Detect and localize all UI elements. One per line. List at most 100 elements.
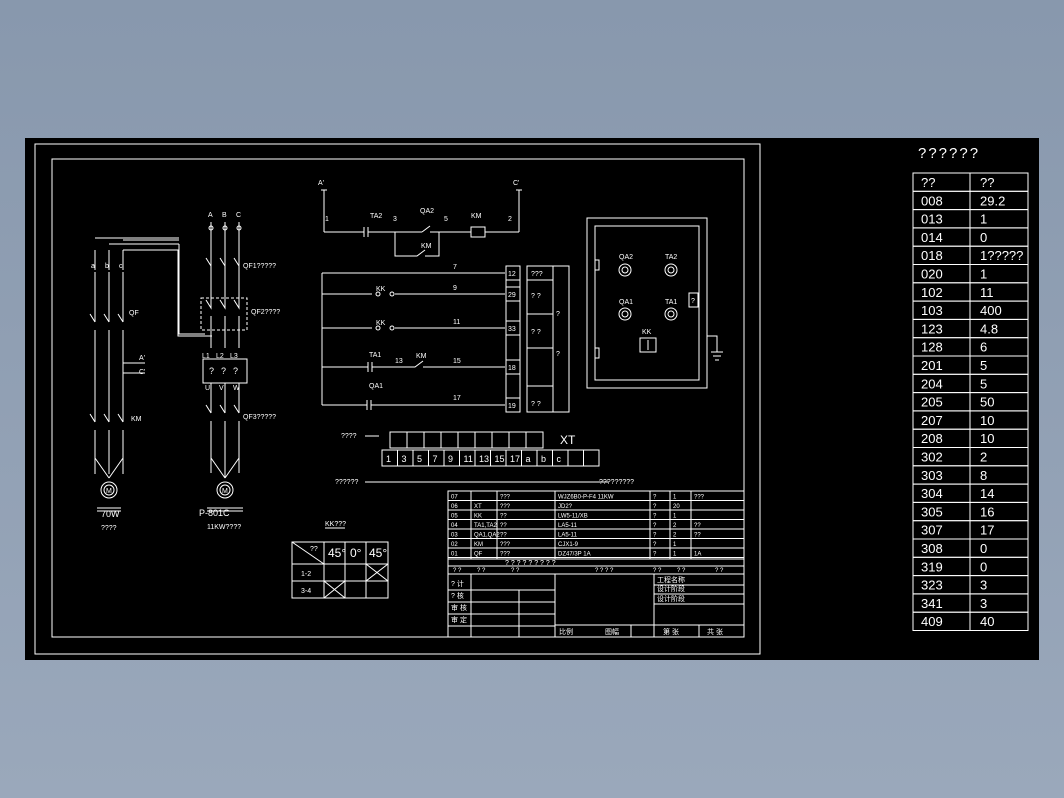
param-value: 1????? <box>980 248 1023 263</box>
cable-cell-2: ? <box>556 311 560 318</box>
qa1-label: QA1 <box>369 383 383 390</box>
param-cell <box>969 209 1029 229</box>
param-cell <box>969 593 1029 613</box>
param-code: 128 <box>921 340 943 355</box>
param-code: 323 <box>921 578 943 593</box>
param-code: 018 <box>921 248 943 263</box>
vfd-cell-1: ? <box>209 366 214 376</box>
param-code: 207 <box>921 413 943 428</box>
param-code: 204 <box>921 376 943 391</box>
xt-cell-label: b <box>541 454 546 464</box>
param-cell <box>969 373 1029 394</box>
xt-top-cell <box>474 431 493 449</box>
panel-outer <box>586 217 708 389</box>
param-value: 6 <box>980 340 987 355</box>
param-value: 3 <box>980 596 987 611</box>
bom-cell: DZ47/3P 1A <box>558 552 591 558</box>
param-value: 17 <box>980 523 994 538</box>
xt-cell-label: 9 <box>448 454 453 464</box>
vfd-cell-3: ? <box>233 366 238 376</box>
xt-cell-label: 1 <box>386 454 391 464</box>
phase-c-label: C <box>236 212 241 219</box>
row-9-label: KK <box>376 286 386 293</box>
bom-cell: ? <box>653 495 657 501</box>
kk-corner-label: ?? <box>310 546 318 553</box>
bom-header-cell: ? ? <box>653 568 662 574</box>
qf3-switch <box>205 383 240 473</box>
km-label: KM <box>131 416 142 423</box>
xt-label: XT <box>560 433 576 447</box>
sign-row-label: ? 核 <box>451 591 464 600</box>
param-code: 123 <box>921 321 943 336</box>
phase-b-label: B <box>222 212 227 219</box>
qf2-switch <box>205 298 240 348</box>
bom-cell: 2 <box>673 523 677 529</box>
terminal-label-right: ????????? <box>599 479 634 486</box>
cable-box <box>526 265 570 413</box>
main-motor-leads <box>210 457 240 479</box>
term-12: 12 <box>508 271 516 278</box>
cable-cell-5: ? ? <box>531 401 541 408</box>
kk-table-title: KK??? <box>325 521 346 528</box>
bom-cell: 01 <box>451 552 458 558</box>
aux-motor-note: ???? <box>101 525 117 532</box>
bom-cell: 1 <box>673 514 677 520</box>
power-schematic: A B C a b c QF1????? QF2???? L1 L2 L3 ? … <box>89 212 280 532</box>
qf3-label: QF3????? <box>243 414 276 421</box>
term-19: 19 <box>508 403 516 410</box>
param-code: 020 <box>921 267 943 282</box>
bom-cell: 05 <box>451 514 458 520</box>
param-value: 10 <box>980 413 994 428</box>
cad-drawing: A B C a b c QF1????? QF2???? L1 L2 L3 ? … <box>34 143 1029 655</box>
qa2-button-icon <box>618 263 632 277</box>
qf2-box <box>200 297 248 331</box>
c-mark: C' <box>139 369 145 376</box>
terminal-top-row <box>389 431 544 449</box>
ctrl-node-5: 5 <box>444 216 448 223</box>
bom-cell: ? <box>653 504 657 510</box>
bom-cell: ? <box>653 533 657 539</box>
bom-cell: 02 <box>451 542 458 548</box>
bom-cell: KM <box>474 542 483 548</box>
param-code: 305 <box>921 504 943 519</box>
term-33: 33 <box>508 326 516 333</box>
v-label: V <box>219 385 224 392</box>
ground-icon <box>707 335 723 361</box>
bom-cell: ??? <box>500 495 511 501</box>
qf1-switch <box>205 257 240 300</box>
bom-cell: JD2? <box>558 504 573 510</box>
bom-cell: 07 <box>451 495 458 501</box>
param-code: 013 <box>921 212 943 227</box>
bom-cell: 04 <box>451 523 458 529</box>
inner-frame <box>51 158 745 638</box>
kk-row-1-2: 1-2 <box>301 571 311 578</box>
km-coil <box>470 226 486 238</box>
bom-cell: ? <box>653 523 657 529</box>
bom-cell: KK <box>474 514 482 520</box>
row-15-wire <box>322 360 505 368</box>
sign-row-label: 审 核 <box>451 603 467 612</box>
bom-cell: 1 <box>673 495 677 501</box>
param-code: 304 <box>921 486 943 501</box>
qf-aux-switch <box>89 313 124 422</box>
outer-frame <box>34 143 761 655</box>
ctrl-node-2: 2 <box>508 216 512 223</box>
term-29: 29 <box>508 292 516 299</box>
param-code: 205 <box>921 395 943 410</box>
xt-top-cell <box>423 431 442 449</box>
xt-top-cell <box>389 431 408 449</box>
param-cell <box>969 575 1029 595</box>
l2-label: L2 <box>216 353 224 360</box>
bom-cell: ?? <box>694 523 701 529</box>
cable-box-header: ??? <box>531 271 543 278</box>
bom-cell: LA5-11 <box>558 523 578 529</box>
param-cell <box>969 428 1029 449</box>
cad-canvas: A B C a b c QF1????? QF2???? L1 L2 L3 ? … <box>25 138 1039 660</box>
bom-cell: ? <box>653 514 657 520</box>
cable-cell-3: ? ? <box>531 329 541 336</box>
xt-cell-label: 7 <box>433 454 438 464</box>
bom-cell: ??? <box>500 504 511 510</box>
drawing-size-label: 图幅 <box>605 627 619 636</box>
param-code: 302 <box>921 450 943 465</box>
param-value: 11 <box>980 285 994 300</box>
